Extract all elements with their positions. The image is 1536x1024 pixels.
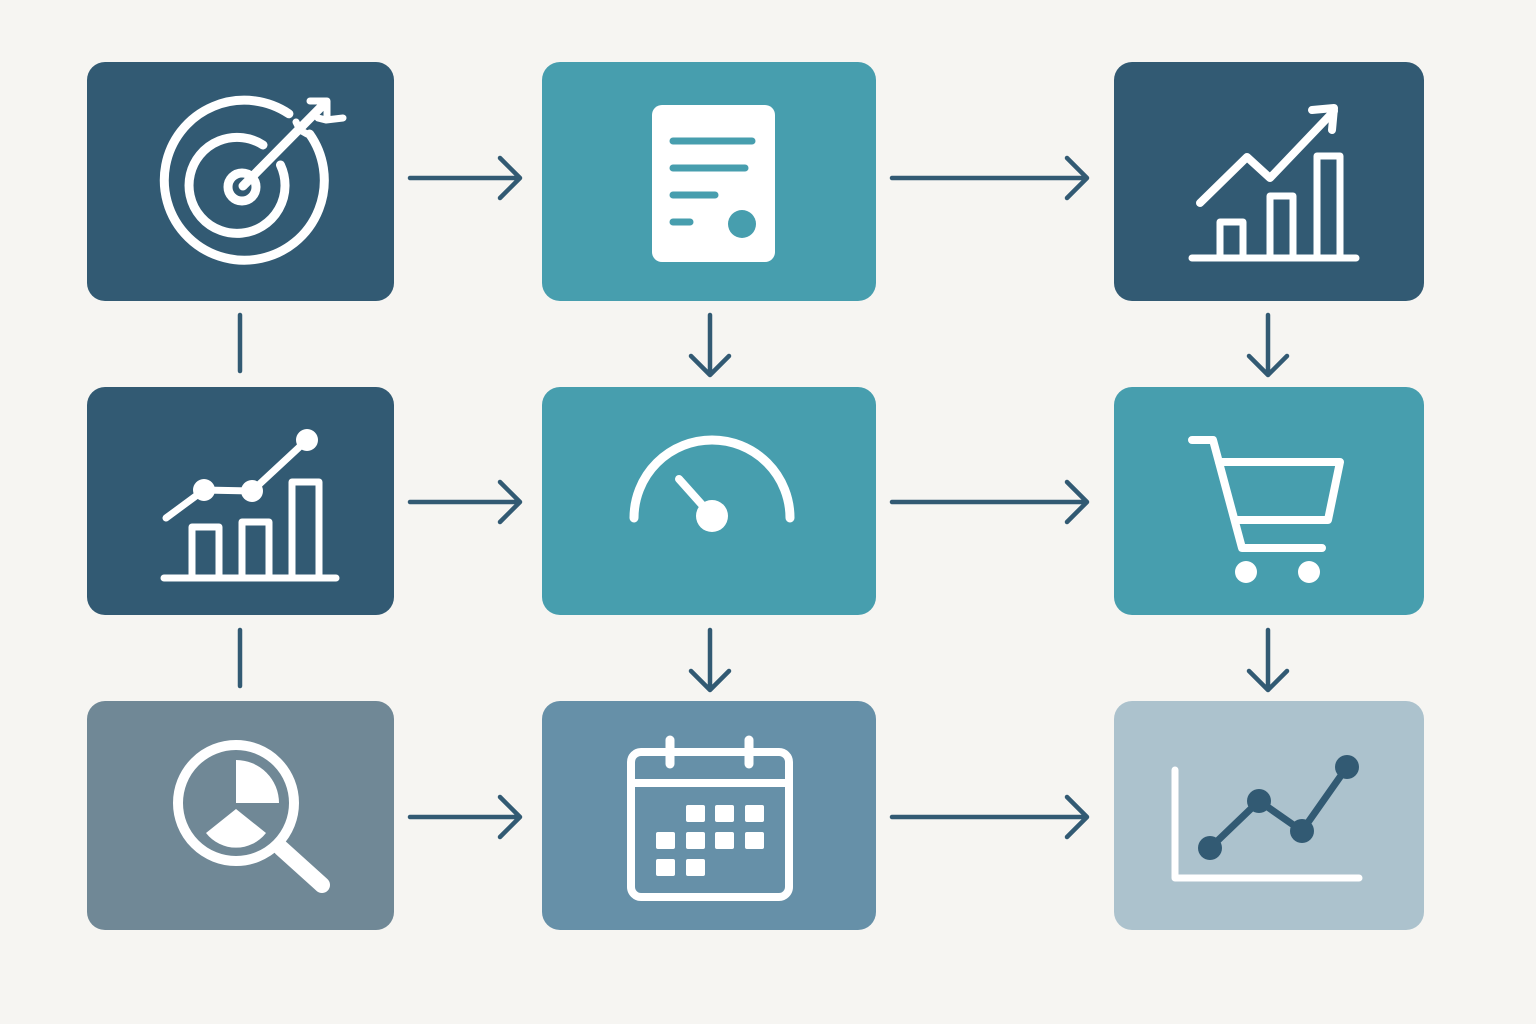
target-arrow-icon	[159, 95, 347, 265]
calendar-icon	[627, 735, 793, 901]
line-bar-chart-icon	[160, 429, 340, 582]
tile-calendar[interactable]	[542, 701, 876, 930]
arrow-calendar-to-trend	[889, 794, 1090, 840]
growth-chart-icon	[1188, 104, 1360, 262]
line-chart-icon	[1171, 755, 1363, 882]
gauge-icon	[629, 435, 795, 532]
tile-target[interactable]	[87, 62, 394, 301]
tile-analytics[interactable]	[87, 387, 394, 615]
tile-search[interactable]	[87, 701, 394, 930]
tile-trend[interactable]	[1114, 701, 1424, 930]
shopping-cart-icon	[1188, 436, 1344, 583]
connectors	[237, 155, 1290, 840]
tile-cart[interactable]	[1114, 387, 1424, 615]
arrow-gauge-to-cart	[889, 479, 1090, 525]
tile-document[interactable]	[542, 62, 876, 301]
arrow-document-to-gauge	[688, 312, 732, 378]
arrow-gauge-to-calendar	[688, 627, 732, 693]
tile-growth[interactable]	[1114, 62, 1424, 301]
tile-gauge[interactable]	[542, 387, 876, 615]
arrow-document-to-growth	[889, 155, 1090, 201]
document-icon	[652, 105, 775, 262]
arrow-growth-to-cart	[1246, 312, 1290, 378]
arrow-search-to-calendar	[407, 794, 523, 840]
magnifier-pie-icon	[173, 740, 330, 893]
arrow-analytics-to-gauge	[407, 479, 523, 525]
arrow-target-to-document	[407, 155, 523, 201]
arrow-cart-to-trend	[1246, 627, 1290, 693]
